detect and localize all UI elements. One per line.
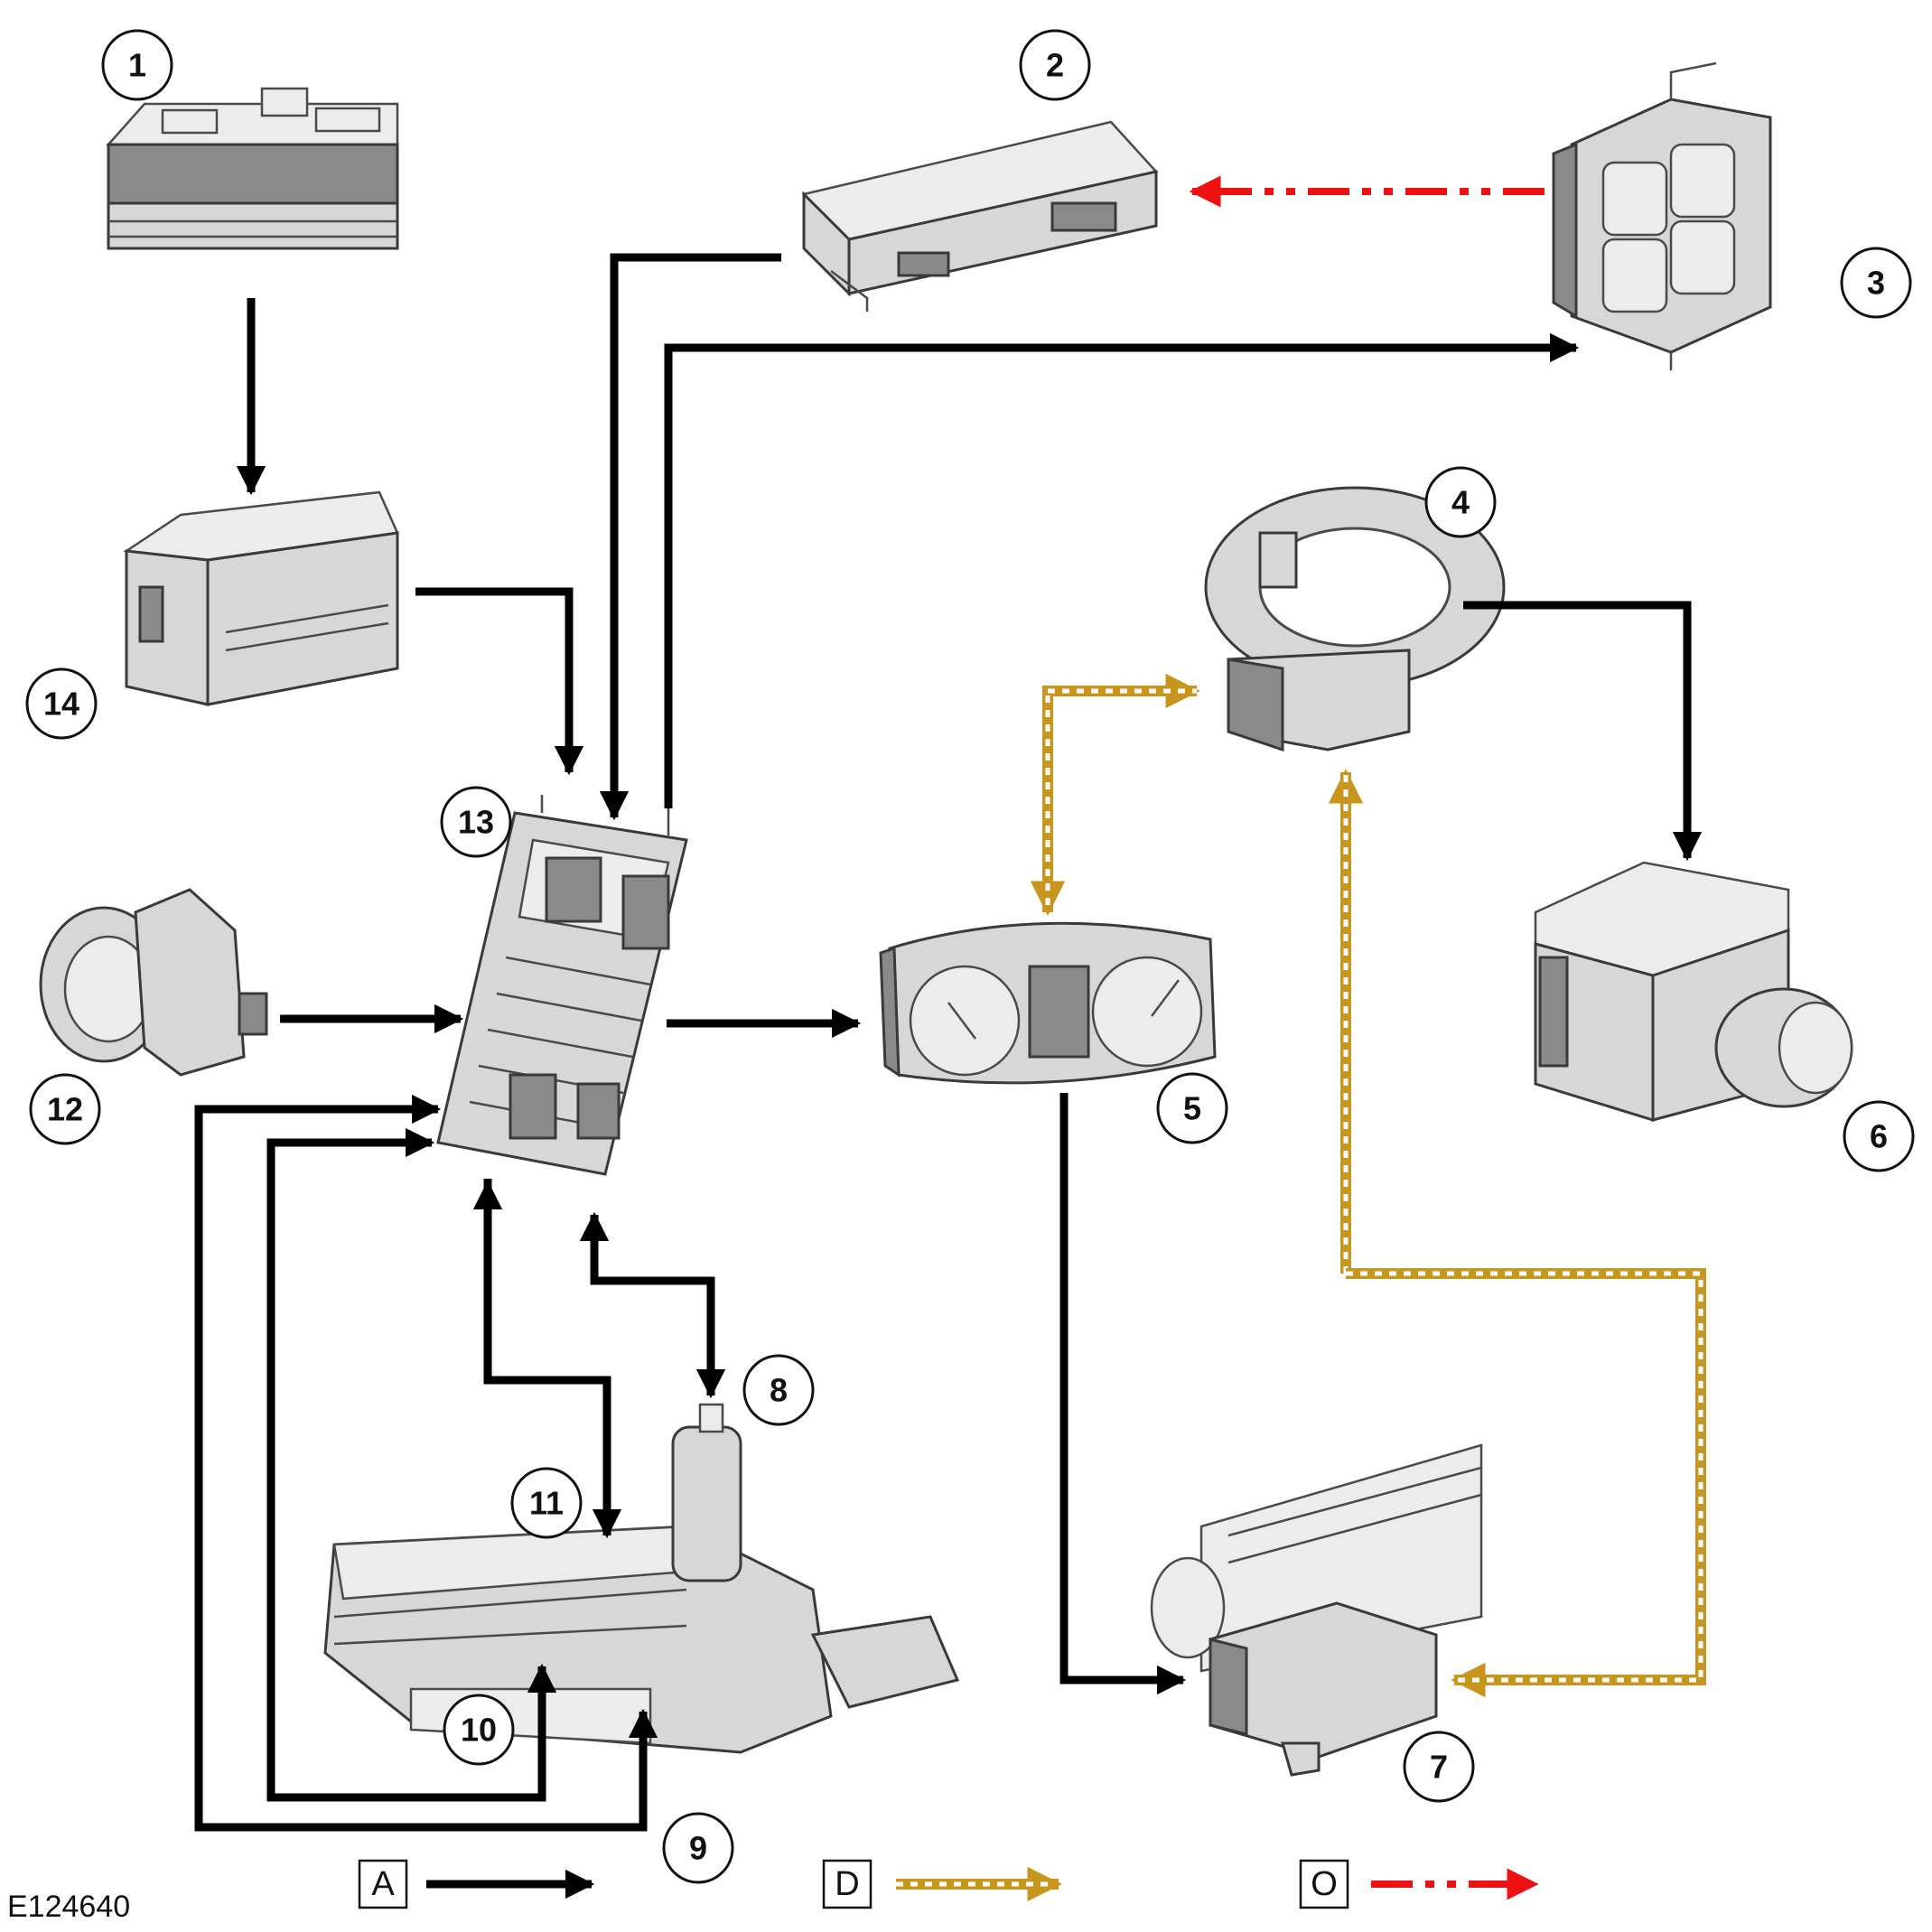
instrument-cluster-component xyxy=(879,921,1217,1085)
svg-text:1: 1 xyxy=(128,47,146,84)
line-8-to-13 xyxy=(579,1211,715,1391)
callout-12: 12 xyxy=(29,1073,101,1145)
callout-1: 1 xyxy=(101,29,173,101)
line-2-to-13 xyxy=(599,253,781,821)
callout-14: 14 xyxy=(25,667,98,740)
steering-angle-sensor-component xyxy=(1204,486,1506,752)
line-13-to-3 xyxy=(664,332,1580,808)
legend-item-a: A xyxy=(358,1859,595,1909)
line-13-to-9 xyxy=(199,1708,658,1832)
hardwired-connections xyxy=(194,253,1703,1832)
line-5-to-7 xyxy=(1059,1093,1187,1695)
callout-3: 3 xyxy=(1840,247,1912,319)
callouts: 1 2 3 4 5 6 7 8 9 10 11 12 13 14 xyxy=(25,29,1915,1884)
svg-text:2: 2 xyxy=(1046,47,1064,84)
svg-text:7: 7 xyxy=(1430,1749,1448,1786)
callout-2: 2 xyxy=(1019,29,1091,101)
svg-text:11: 11 xyxy=(529,1485,564,1522)
svg-text:D: D xyxy=(835,1865,859,1903)
callout-11: 11 xyxy=(510,1467,583,1539)
line-14-to-13 xyxy=(415,587,584,776)
callout-9: 9 xyxy=(662,1812,734,1884)
steering-motor-component xyxy=(1150,1443,1483,1777)
svg-text:8: 8 xyxy=(770,1372,788,1409)
bus-5-to-4 xyxy=(1042,673,1200,908)
svg-text:A: A xyxy=(371,1865,395,1903)
callout-5: 5 xyxy=(1156,1072,1228,1144)
callout-10: 10 xyxy=(443,1694,515,1766)
battery-component xyxy=(106,87,399,250)
line-4-to-6 xyxy=(1463,601,1703,862)
steering-column-component xyxy=(323,1403,960,1754)
rotary-switch-component xyxy=(39,888,268,1077)
callout-8: 8 xyxy=(742,1354,815,1426)
callout-6: 6 xyxy=(1843,1100,1915,1172)
svg-text:9: 9 xyxy=(689,1830,707,1867)
bus-connections xyxy=(1030,673,1706,1698)
callout-4: 4 xyxy=(1424,466,1497,538)
svg-text:12: 12 xyxy=(47,1091,83,1128)
control-module-component xyxy=(801,120,1159,312)
callout-13: 13 xyxy=(440,786,512,858)
reference-code: E124640 xyxy=(7,1890,130,1924)
abs-module-component xyxy=(1534,861,1853,1123)
svg-text:14: 14 xyxy=(43,686,79,723)
svg-text:5: 5 xyxy=(1183,1090,1201,1127)
line-13-to-10 xyxy=(271,1663,557,1802)
legend-item-o: O xyxy=(1299,1859,1539,1909)
svg-text:4: 4 xyxy=(1451,484,1470,521)
junction-box-component xyxy=(123,490,399,706)
central-junction-box-component xyxy=(436,795,688,1176)
legend: A D O xyxy=(358,1859,1539,1909)
callout-7: 7 xyxy=(1403,1731,1475,1803)
legend-item-d: D xyxy=(822,1859,1062,1909)
svg-text:13: 13 xyxy=(458,804,494,841)
svg-text:3: 3 xyxy=(1867,265,1885,302)
svg-text:10: 10 xyxy=(461,1712,497,1749)
switch-pack-component xyxy=(1552,61,1772,370)
svg-text:6: 6 xyxy=(1870,1118,1888,1155)
svg-text:O: O xyxy=(1311,1865,1338,1903)
line-13-to-8 xyxy=(594,1276,726,1399)
